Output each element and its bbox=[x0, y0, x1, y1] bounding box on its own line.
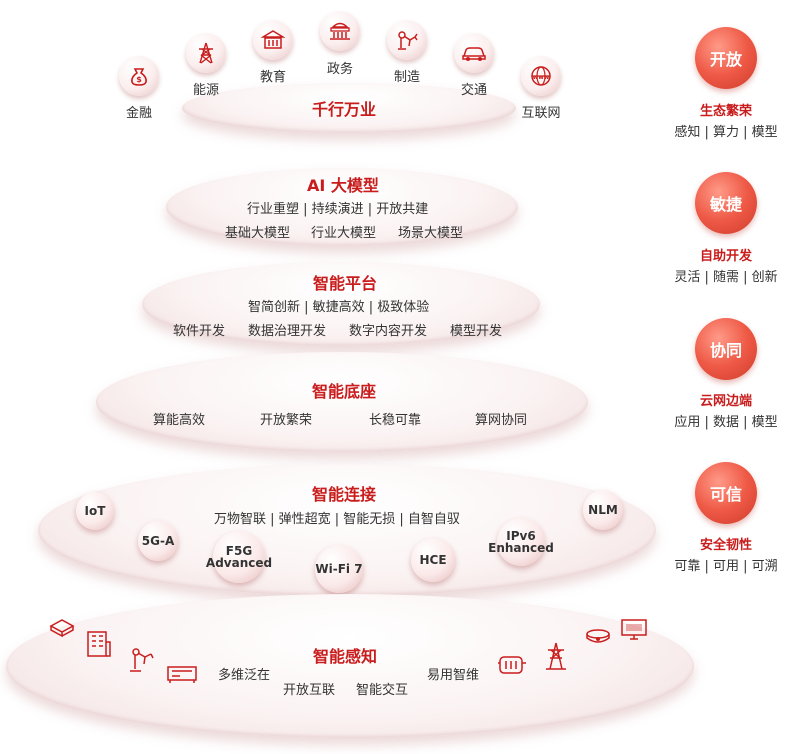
side-desc: 应用 | 数据 | 模型 bbox=[674, 415, 778, 430]
protocol-bubble-wifi7: Wi-Fi 7 bbox=[315, 545, 363, 593]
platform-tagline: 智简创新 | 敏捷高效 | 极致体验 bbox=[248, 300, 430, 315]
protocol-bubble-ipv6: IPv6 Enhanced bbox=[488, 518, 554, 566]
building-icon bbox=[86, 628, 112, 658]
industry-label-energy: 能源 bbox=[192, 83, 219, 98]
industry-label-transport: 交通 bbox=[460, 83, 487, 98]
side-circle-collab: 协同 bbox=[695, 318, 757, 380]
industry-label-education: 教育 bbox=[259, 70, 286, 85]
side-desc: 灵活 | 随需 | 创新 bbox=[674, 270, 778, 285]
side-desc: 可靠 | 可用 | 可溯 bbox=[674, 559, 778, 574]
sense-item: 智能交互 bbox=[356, 683, 409, 698]
base-item: 算网协同 bbox=[475, 413, 528, 428]
www-icon: www bbox=[521, 56, 561, 96]
control-cabinet-icon bbox=[496, 653, 528, 679]
ai-model-disc bbox=[166, 168, 518, 246]
power-tower-icon bbox=[186, 33, 226, 73]
connect-title: 智能连接 bbox=[312, 485, 377, 504]
sense-title: 智能感知 bbox=[313, 647, 378, 666]
protocol-bubble-nlm: NLM bbox=[583, 490, 623, 530]
protocol-bubble-5ga: 5G-A bbox=[138, 521, 178, 561]
architecture-stack: 千行万业 $ 金融 能源 教育 政务 制造 交通 www 互联网 AI 大模型 … bbox=[6, 11, 694, 738]
ai-model-item: 行业大模型 bbox=[311, 226, 377, 241]
protocol-bubble-iot: IoT bbox=[76, 492, 114, 530]
side-title: 自助开发 bbox=[699, 249, 752, 264]
industry-label-manufacturing: 制造 bbox=[393, 70, 420, 85]
protocol-bubble-f5g: F5G Advanced bbox=[206, 531, 272, 583]
ai-model-item: 基础大模型 bbox=[225, 226, 291, 241]
power-tower-icon bbox=[543, 640, 569, 672]
school-icon bbox=[253, 20, 293, 60]
platform-item: 数字内容开发 bbox=[349, 324, 428, 339]
platform-item: 模型开发 bbox=[450, 324, 503, 339]
money-bag-icon: $ bbox=[119, 56, 159, 96]
side-desc: 感知 | 算力 | 模型 bbox=[674, 125, 778, 140]
smoke-detector-icon bbox=[584, 626, 612, 652]
government-icon bbox=[320, 11, 360, 51]
side-circle-agile: 敏捷 bbox=[695, 172, 757, 234]
connect-tagline: 万物智联 | 弹性超宽 | 智能无损 | 自智自驭 bbox=[214, 512, 460, 527]
base-title: 智能底座 bbox=[312, 382, 377, 401]
sense-item: 多维泛在 bbox=[218, 668, 271, 683]
base-item: 开放繁荣 bbox=[260, 413, 313, 428]
car-icon bbox=[454, 33, 494, 73]
protocol-bubble-hce: HCE bbox=[411, 538, 455, 582]
monitor-icon bbox=[620, 618, 648, 642]
industry-label-internet: 互联网 bbox=[521, 106, 561, 121]
base-disc bbox=[96, 352, 588, 452]
platform-title: 智能平台 bbox=[313, 274, 378, 293]
server-icon bbox=[166, 661, 198, 685]
ai-model-item: 场景大模型 bbox=[398, 226, 464, 241]
sense-disc bbox=[6, 594, 694, 738]
side-title: 云网边端 bbox=[699, 394, 752, 409]
industries-disc bbox=[182, 83, 516, 133]
industry-label-government: 政务 bbox=[326, 62, 353, 77]
robot-arm-icon bbox=[127, 644, 155, 674]
industries-title: 千行万业 bbox=[312, 100, 377, 119]
sense-item: 易用智维 bbox=[427, 668, 480, 683]
svg-text:$: $ bbox=[136, 75, 142, 84]
platform-item: 软件开发 bbox=[173, 324, 226, 339]
ai-model-title: AI 大模型 bbox=[307, 176, 379, 195]
ai-model-tagline: 行业重塑 | 持续演进 | 开放共建 bbox=[247, 202, 429, 217]
side-title: 安全韧性 bbox=[699, 538, 752, 553]
router-icon bbox=[48, 616, 76, 638]
side-circle-trust: 可信 bbox=[695, 462, 757, 524]
sense-item: 开放互联 bbox=[283, 683, 336, 698]
side-title: 生态繁荣 bbox=[699, 104, 752, 119]
platform-item: 数据治理开发 bbox=[248, 324, 327, 339]
base-item: 算能高效 bbox=[153, 413, 206, 428]
svg-text:www: www bbox=[533, 74, 550, 81]
base-item: 长稳可靠 bbox=[369, 413, 422, 428]
platform-disc bbox=[142, 262, 540, 346]
side-circle-open: 开放 bbox=[695, 27, 757, 89]
robot-arm-icon bbox=[387, 20, 427, 60]
industry-label-finance: 金融 bbox=[125, 106, 152, 121]
